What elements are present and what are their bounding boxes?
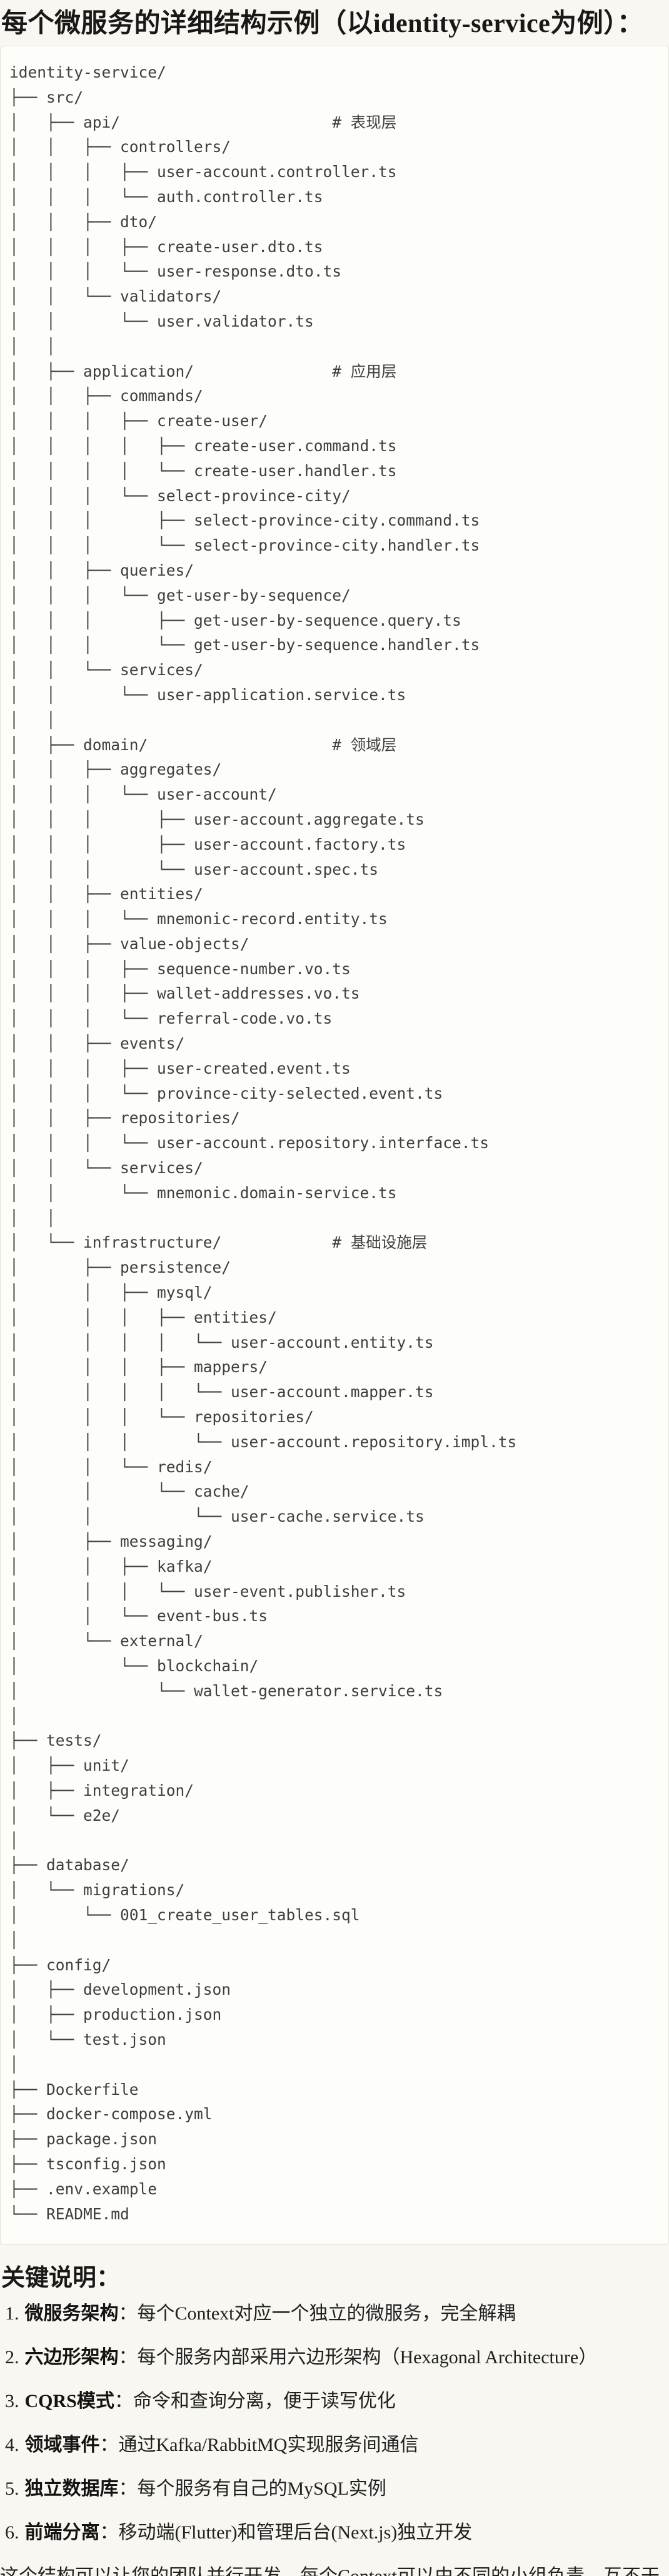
note-label: 独立数据库 bbox=[24, 2478, 119, 2500]
directory-tree: identity-service/ ├── src/ │ ├── api/ # … bbox=[9, 63, 517, 2223]
note-text: ：通过Kafka/RabbitMQ实现服务间通信 bbox=[99, 2435, 419, 2456]
code-block: identity-service/ ├── src/ │ ├── api/ # … bbox=[0, 46, 669, 2246]
note-text: ：每个服务有自己的MySQL实例 bbox=[118, 2478, 386, 2500]
note-text: ：命令和查询分离，便于读写优化 bbox=[114, 2391, 396, 2412]
note-label: 微服务架构 bbox=[24, 2303, 119, 2324]
note-number: 4. bbox=[5, 2435, 19, 2456]
note-label: 领域事件 bbox=[24, 2435, 100, 2456]
note-text: ：每个Context对应一个独立的微服务，完全解耦 bbox=[118, 2303, 516, 2324]
note-item: 4.领域事件：通过Kafka/RabbitMQ实现服务间通信 bbox=[5, 2433, 669, 2458]
document: 每个微服务的详细结构示例（以identity-service为例）： ident… bbox=[0, 8, 669, 2576]
page-title: 每个微服务的详细结构示例（以identity-service为例）： bbox=[1, 9, 644, 38]
note-number: 2. bbox=[5, 2347, 19, 2368]
note-text: ：移动端(Flutter)和管理后台(Next.js)独立开发 bbox=[99, 2522, 473, 2543]
note-text: ：每个服务内部采用六边形架构（Hexagonal Architecture） bbox=[118, 2347, 598, 2368]
note-label: 前端分离 bbox=[24, 2522, 100, 2543]
note-number: 3. bbox=[5, 2391, 19, 2412]
note-item: 3.CQRS模式：命令和查询分离，便于读写优化 bbox=[5, 2389, 669, 2414]
note-item: 5.独立数据库：每个服务有自己的MySQL实例 bbox=[5, 2477, 669, 2502]
note-item: 6.前端分离：移动端(Flutter)和管理后台(Next.js)独立开发 bbox=[5, 2520, 669, 2545]
note-number: 1. bbox=[5, 2303, 19, 2324]
note-label: 六边形架构 bbox=[24, 2347, 119, 2368]
note-number: 5. bbox=[5, 2478, 19, 2500]
notes-heading: 关键说明： bbox=[1, 2265, 121, 2292]
note-item: 2.六边形架构：每个服务内部采用六边形架构（Hexagonal Architec… bbox=[5, 2345, 669, 2370]
notes-list: 1.微服务架构：每个Context对应一个独立的微服务，完全解耦 2.六边形架构… bbox=[0, 2301, 669, 2545]
note-number: 6. bbox=[5, 2522, 19, 2543]
note-label: CQRS模式 bbox=[24, 2391, 114, 2412]
closing-paragraph: 这个结构可以让您的团队并行开发，每个Context可以由不同的小组负责，互不干扰… bbox=[0, 2564, 669, 2576]
note-item: 1.微服务架构：每个Context对应一个独立的微服务，完全解耦 bbox=[5, 2301, 669, 2326]
